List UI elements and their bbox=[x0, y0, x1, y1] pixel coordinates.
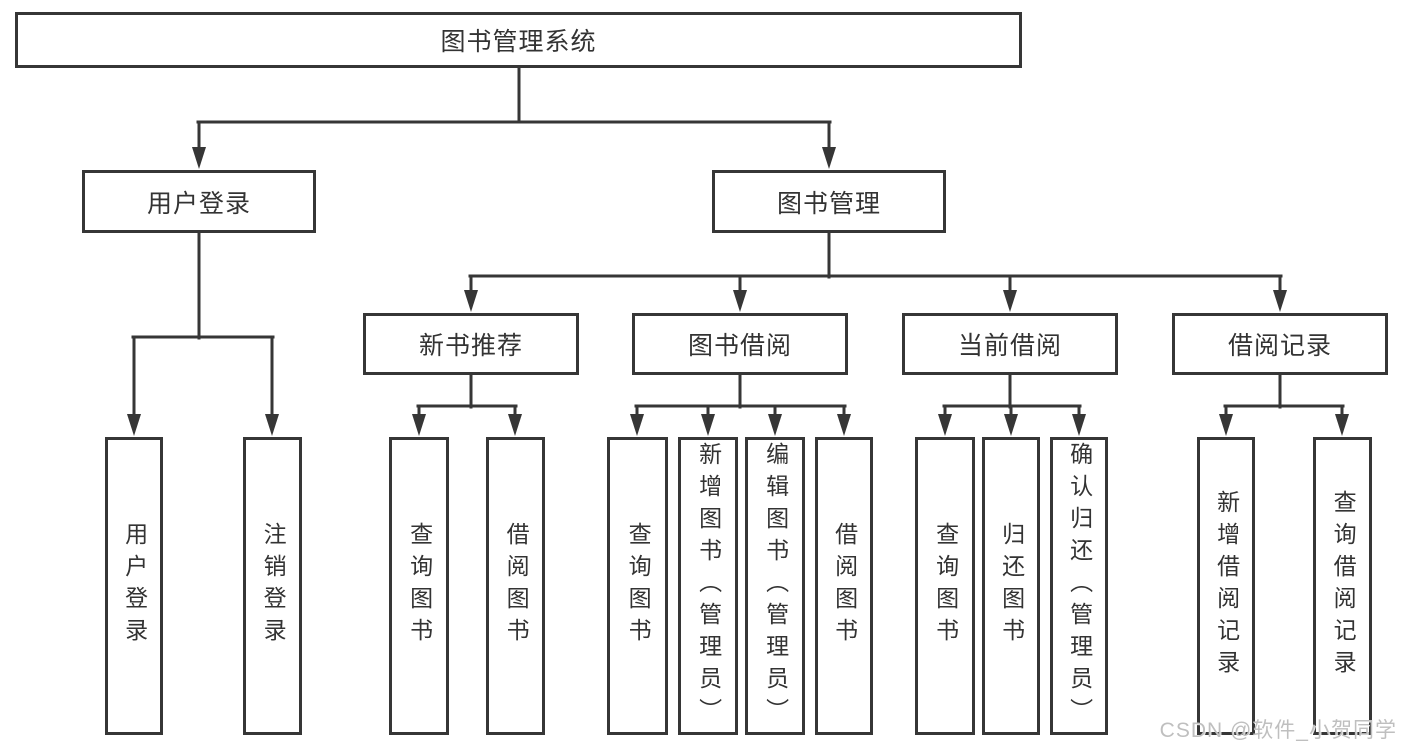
node-leaf-add-books-admin-label: 新增图书（管理员） bbox=[695, 442, 722, 730]
arrow-down-icon bbox=[192, 147, 206, 169]
arrow-down-icon bbox=[938, 414, 952, 436]
node-leaf-query-borrow-record: 查询借阅记录 bbox=[1313, 437, 1372, 735]
arrow-down-icon bbox=[1072, 414, 1086, 436]
node-leaf-borrow-books-recommend-label: 借阅图书 bbox=[503, 522, 530, 650]
node-leaf-borrow-books-recommend: 借阅图书 bbox=[486, 437, 545, 735]
node-leaf-logout-label: 注销登录 bbox=[260, 522, 287, 650]
connector-lines bbox=[131, 66, 1345, 420]
node-leaf-add-borrow-record: 新增借阅记录 bbox=[1197, 437, 1255, 735]
node-leaf-query-books-recommend-label: 查询图书 bbox=[406, 522, 433, 650]
arrow-down-icon bbox=[822, 147, 836, 169]
node-user-login-label: 用户登录 bbox=[146, 189, 251, 218]
arrow-down-icon bbox=[1003, 290, 1017, 312]
node-leaf-user-login: 用户登录 bbox=[105, 437, 163, 735]
node-leaf-borrow-books: 借阅图书 bbox=[815, 437, 873, 735]
edge-bookmgmt-to-level3 bbox=[468, 231, 1283, 294]
node-book-borrowing-label: 图书借阅 bbox=[687, 332, 792, 360]
node-leaf-query-borrow-record-label: 查询借阅记录 bbox=[1330, 490, 1357, 682]
node-library-system-label: 图书管理系统 bbox=[440, 28, 597, 56]
node-borrowing-records-label: 借阅记录 bbox=[1227, 332, 1332, 360]
edge-current-to-leaves bbox=[942, 373, 1082, 420]
node-leaf-user-login-label: 用户登录 bbox=[121, 522, 148, 650]
arrow-down-icon bbox=[733, 290, 747, 312]
edge-userlogin-to-leaves bbox=[131, 231, 275, 420]
arrow-down-icon bbox=[701, 414, 715, 436]
node-leaf-query-books-borrowing: 查询图书 bbox=[607, 437, 668, 735]
node-leaf-confirm-return-admin: 确认归还（管理员） bbox=[1050, 437, 1108, 735]
node-leaf-return-books: 归还图书 bbox=[982, 437, 1040, 735]
arrow-down-icon bbox=[630, 414, 644, 436]
edge-borrowing-to-leaves bbox=[634, 373, 847, 420]
node-leaf-edit-books-admin-label: 编辑图书（管理员） bbox=[762, 442, 789, 730]
arrow-down-icon bbox=[508, 414, 522, 436]
node-leaf-borrow-books-label: 借阅图书 bbox=[831, 522, 858, 650]
arrow-down-icon bbox=[768, 414, 782, 436]
arrow-down-icon bbox=[1004, 414, 1018, 436]
arrow-down-icon bbox=[464, 290, 478, 312]
node-leaf-add-borrow-record-label: 新增借阅记录 bbox=[1213, 490, 1240, 682]
arrow-down-icon bbox=[265, 414, 279, 436]
node-leaf-query-books-recommend: 查询图书 bbox=[389, 437, 449, 735]
node-leaf-edit-books-admin: 编辑图书（管理员） bbox=[745, 437, 805, 735]
node-leaf-confirm-return-admin-label: 确认归还（管理员） bbox=[1066, 442, 1093, 730]
arrowheads bbox=[127, 147, 1349, 436]
node-leaf-return-books-label: 归还图书 bbox=[998, 522, 1025, 650]
node-leaf-query-books-current: 查询图书 bbox=[915, 437, 975, 735]
arrow-down-icon bbox=[1219, 414, 1233, 436]
node-book-management: 图书管理 bbox=[712, 170, 946, 233]
node-library-system: 图书管理系统 bbox=[15, 12, 1022, 68]
arrow-down-icon bbox=[1335, 414, 1349, 436]
csdn-watermark: CSDN @软件_小贺同学 bbox=[1159, 719, 1397, 742]
node-new-book-recommendation: 新书推荐 bbox=[363, 313, 579, 375]
node-leaf-logout: 注销登录 bbox=[243, 437, 302, 735]
node-book-borrowing: 图书借阅 bbox=[632, 313, 848, 375]
node-borrowing-records: 借阅记录 bbox=[1172, 313, 1388, 375]
arrow-down-icon bbox=[412, 414, 426, 436]
edge-records-to-leaves bbox=[1223, 373, 1345, 420]
arrow-down-icon bbox=[1273, 290, 1287, 312]
edge-newbook-to-leaves bbox=[416, 373, 518, 420]
node-user-login: 用户登录 bbox=[82, 170, 316, 233]
edge-root-to-level2 bbox=[196, 66, 832, 152]
arrow-down-icon bbox=[127, 414, 141, 436]
node-leaf-query-books-borrowing-label: 查询图书 bbox=[625, 522, 652, 650]
arrow-down-icon bbox=[837, 414, 851, 436]
node-leaf-add-books-admin: 新增图书（管理员） bbox=[678, 437, 738, 735]
node-leaf-query-books-current-label: 查询图书 bbox=[932, 522, 959, 650]
node-new-book-recommendation-label: 新书推荐 bbox=[418, 332, 523, 360]
node-current-borrowing-label: 当前借阅 bbox=[957, 332, 1062, 360]
node-current-borrowing: 当前借阅 bbox=[902, 313, 1118, 375]
node-book-management-label: 图书管理 bbox=[776, 189, 881, 218]
